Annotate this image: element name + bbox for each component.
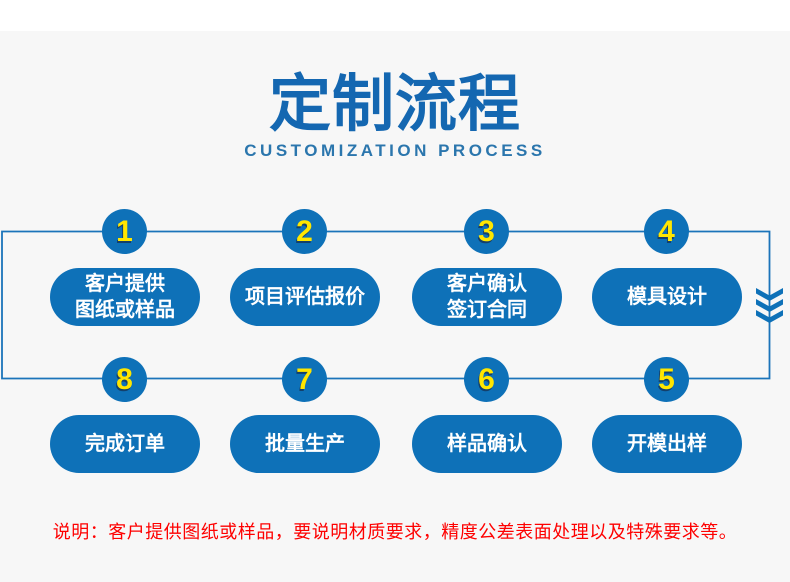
page-title: 定制流程	[268, 70, 521, 139]
step-number-3: 3	[464, 209, 509, 254]
step-label-6: 样品确认	[412, 415, 562, 473]
step-number-6: 6	[464, 357, 509, 402]
instructions-note: 说明：客户提供图纸或样品，要说明材质要求，精度公差表面处理以及特殊要求等。	[52, 522, 738, 542]
step-label-2: 项目评估报价	[230, 268, 380, 326]
step-label-1: 客户提供 图纸或样品	[50, 268, 200, 326]
step-number-8: 8	[102, 357, 147, 402]
step-label-3: 客户确认 签订合同	[412, 268, 562, 326]
step-number-4: 4	[644, 209, 689, 254]
step-label-5: 开模出样	[592, 415, 742, 473]
top-white-band	[0, 0, 790, 31]
page-subtitle: CUSTOMIZATION PROCESS	[244, 141, 546, 160]
step-number-2: 2	[282, 209, 327, 254]
step-number-7: 7	[282, 357, 327, 402]
step-label-7: 批量生产	[230, 415, 380, 473]
step-number-5: 5	[644, 357, 689, 402]
step-label-4: 模具设计	[592, 268, 742, 326]
step-label-8: 完成订单	[50, 415, 200, 473]
page-header: 定制流程 CUSTOMIZATION PROCESS	[0, 72, 790, 161]
step-number-1: 1	[102, 209, 147, 254]
